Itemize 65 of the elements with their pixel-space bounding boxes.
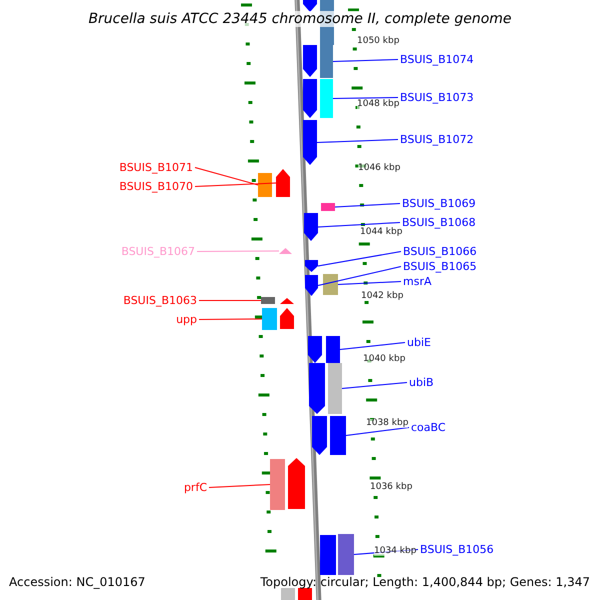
gene-label: BSUIS_B1065 — [403, 261, 477, 272]
gene-block — [320, 79, 333, 118]
leader-line — [318, 251, 402, 266]
leader-line — [334, 203, 400, 208]
gene-label: BSUIS_B1071 — [119, 162, 193, 173]
leader-line — [354, 549, 418, 555]
leader-line — [332, 97, 398, 99]
gene-block — [338, 534, 354, 575]
accession-text: Accession: NC_010167 — [9, 576, 146, 588]
gene-marker — [303, 120, 317, 165]
gene-label: BSUIS_B1072 — [400, 134, 474, 145]
scale-label: 1046 kbp — [358, 164, 400, 173]
gene-marker — [304, 213, 318, 241]
leader-line — [340, 342, 406, 350]
gene-triangle — [279, 248, 292, 254]
scale-label: 1048 kbp — [357, 100, 400, 109]
leader-line — [316, 139, 398, 143]
gene-label: upp — [176, 314, 197, 325]
gene-label: BSUIS_B1067 — [121, 246, 195, 257]
gene-block — [321, 203, 335, 211]
gene-block — [326, 336, 340, 363]
scale-label: 1038 kbp — [366, 419, 408, 428]
leader-line — [194, 182, 276, 187]
leader-line — [332, 59, 398, 62]
gene-block — [258, 173, 272, 197]
leader-line — [194, 167, 258, 186]
scale-label: 1036 kbp — [370, 483, 412, 492]
gene-marker — [276, 169, 290, 197]
leader-line — [198, 300, 262, 301]
leader-line — [318, 222, 400, 228]
gene-label: BSUIS_B1066 — [403, 246, 477, 257]
gene-block — [330, 416, 346, 455]
leader-line — [208, 484, 270, 488]
gene-label: BSUIS_B1068 — [402, 217, 476, 228]
scale-label: 1040 kbp — [363, 355, 406, 364]
genome-info-text: Topology: circular; Length: 1,400,844 bp; Genes: 1,347 — [260, 576, 590, 588]
gene-block — [262, 308, 277, 330]
gene-label: msrA — [403, 276, 432, 287]
gene-label: ubiB — [409, 377, 434, 388]
gene-marker — [305, 275, 318, 296]
gene-label: prfC — [184, 482, 207, 493]
leader-line — [318, 266, 402, 286]
gene-block — [328, 363, 342, 414]
scale-label: 1034 kbp — [374, 547, 416, 556]
scale-label: 1050 kbp — [357, 37, 400, 46]
leader-line — [342, 382, 408, 389]
leader-line — [196, 250, 280, 252]
gene-label: BSUIS_B1069 — [402, 198, 476, 209]
gene-marker — [305, 260, 318, 272]
gene-block — [320, 45, 333, 78]
gene-label: BSUIS_B1073 — [400, 92, 474, 103]
gene-label: coaBC — [411, 422, 446, 433]
gene-block — [261, 297, 275, 304]
gene-label: BSUIS_B1063 — [123, 295, 197, 306]
gene-label: BSUIS_B1056 — [420, 544, 494, 555]
gene-label: BSUIS_B1074 — [400, 54, 474, 65]
scale-label: 1044 kbp — [360, 228, 402, 237]
gene-label: ubiE — [407, 337, 431, 348]
gene-block — [270, 459, 285, 510]
leader-line — [346, 427, 410, 436]
gene-block — [323, 274, 338, 295]
scale-label: 1042 kbp — [361, 292, 404, 301]
leader-line — [338, 281, 402, 285]
gene-label: BSUIS_B1070 — [119, 181, 193, 192]
leader-line — [198, 318, 262, 320]
